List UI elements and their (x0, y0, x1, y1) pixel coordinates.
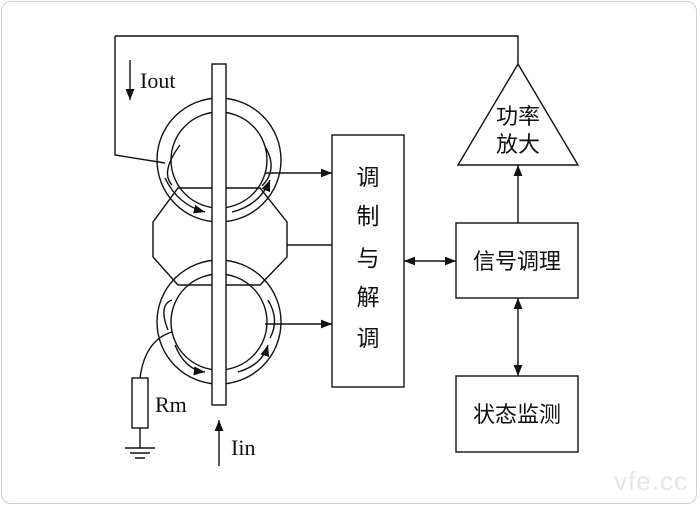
amplifier-triangle (456, 62, 580, 166)
mod-char-3: 与 (357, 246, 380, 272)
core-frame (152, 187, 288, 286)
upper-winding (164, 177, 206, 214)
feedback-wire (115, 35, 519, 64)
iin-label: Iin (231, 435, 255, 460)
status-box (455, 375, 579, 453)
amp-label-line1: 功率 (496, 105, 540, 130)
ground-symbol (125, 447, 155, 459)
primary-conductor (211, 63, 227, 406)
watermark: vfe.cc (614, 466, 688, 496)
mod-char-2: 制 (357, 204, 380, 230)
rm-resistor (131, 377, 149, 429)
iout-label: Iout (140, 68, 175, 93)
amp-label-line2: 放大 (496, 133, 540, 158)
feedback-wire-left (114, 36, 166, 164)
lower-winding (174, 344, 206, 376)
mod-char-4: 解 (357, 285, 380, 311)
mod-char-5: 调 (357, 326, 380, 352)
mod-char-1: 调 (357, 165, 380, 191)
status-label: 状态监测 (473, 403, 561, 428)
rm-wire (139, 331, 173, 379)
rm-label: Rm (155, 392, 187, 417)
signal-label: 信号调理 (473, 250, 561, 275)
